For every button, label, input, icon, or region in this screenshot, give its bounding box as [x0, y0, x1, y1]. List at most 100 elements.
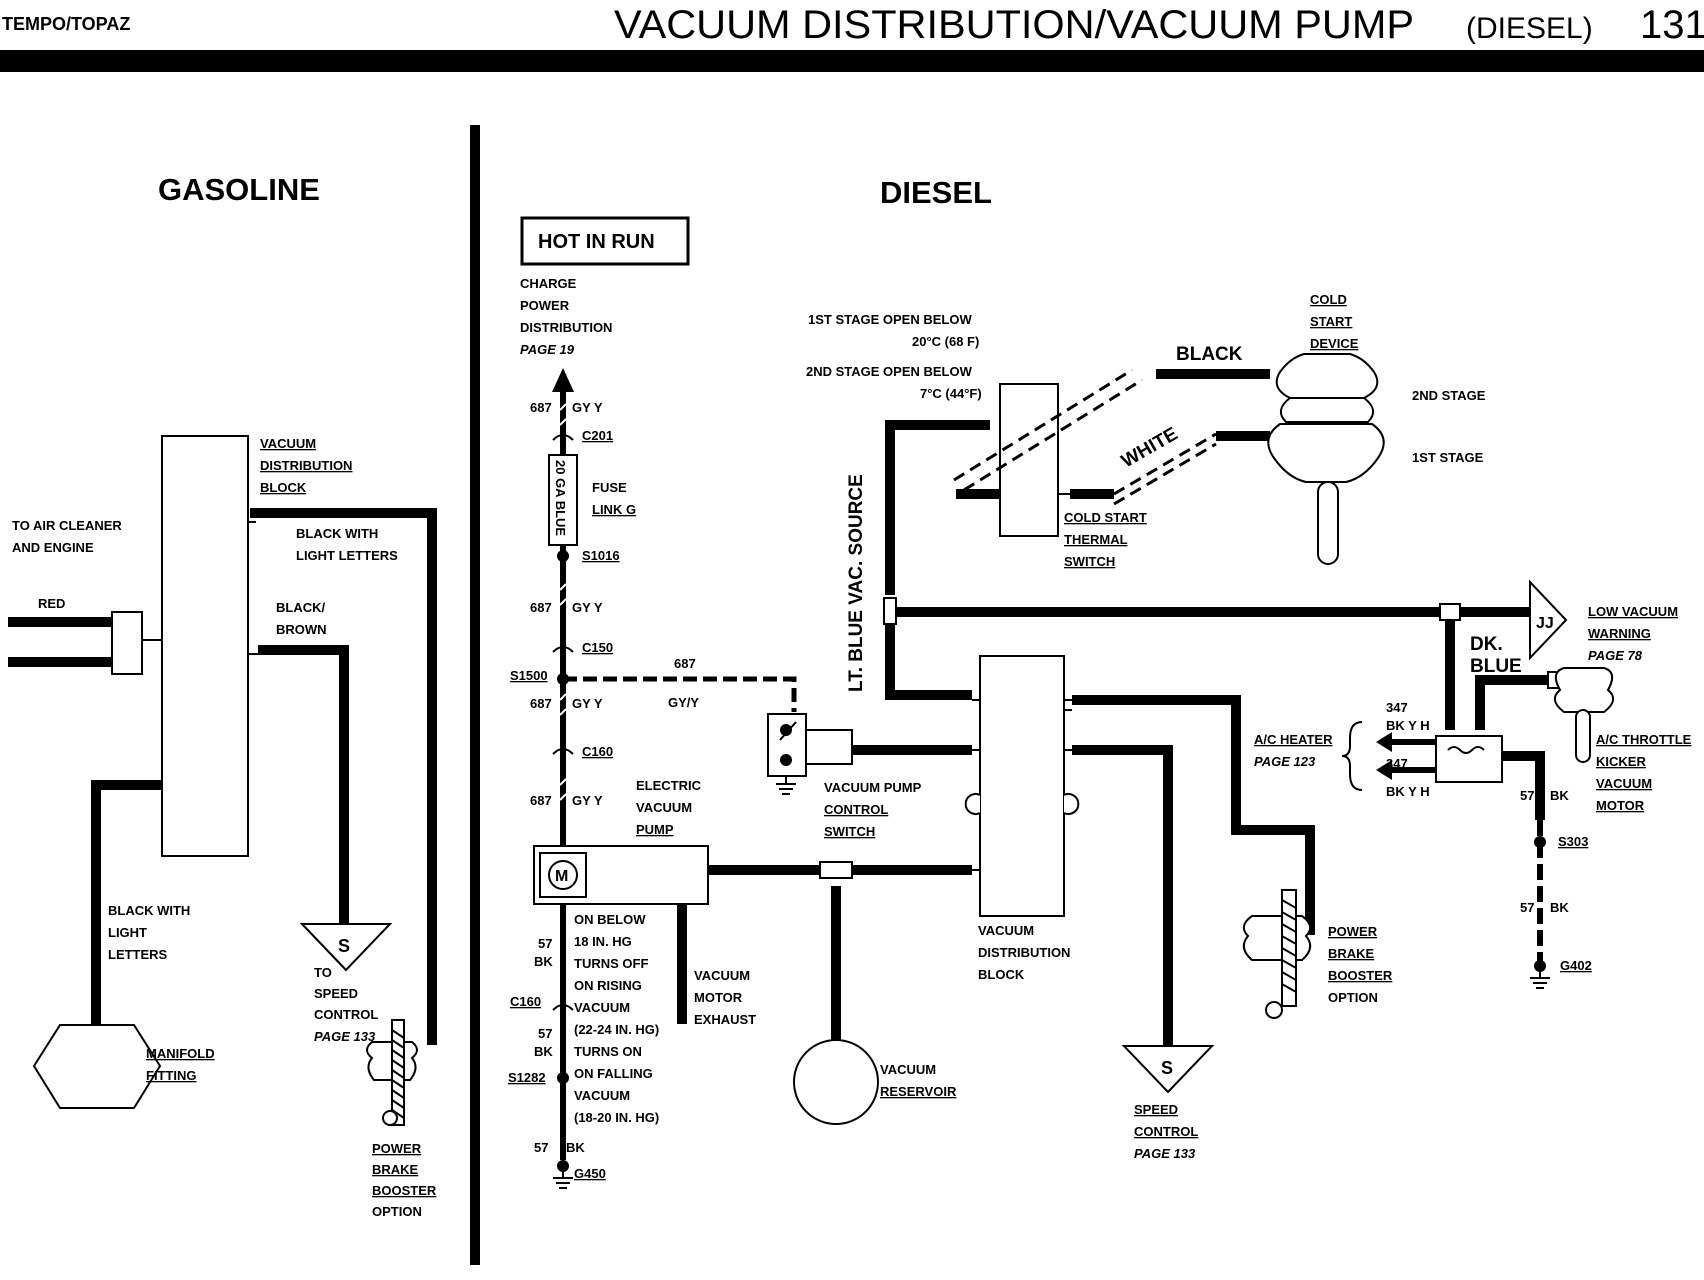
diesel-speed-3: PAGE 133: [1134, 1146, 1196, 1161]
pump-switch-2: CONTROL: [824, 802, 888, 817]
charge-power-2: POWER: [520, 298, 570, 313]
gas-hose-manifold: [91, 780, 162, 1025]
cold-start-device-icon: [1267, 353, 1385, 565]
cold-start-device-2: START: [1310, 314, 1352, 329]
header-rule: [0, 50, 1704, 72]
c150-connector: [552, 646, 574, 653]
ac-brace: [1341, 721, 1363, 791]
wire-347-a: 347: [1386, 700, 1408, 715]
ac-throttle-1: A/C THROTTLE: [1596, 732, 1692, 747]
block-nipples: [972, 699, 1072, 871]
gasoline-heading: GASOLINE: [158, 172, 320, 207]
gas-hose-booster: [250, 508, 437, 1045]
ac-arrow-top-head: [1376, 732, 1392, 752]
wire-347-b: 347: [1386, 756, 1408, 771]
s1016-label: S1016: [582, 548, 620, 563]
block-port-right: [1063, 793, 1080, 815]
fuse-link-box: [548, 454, 578, 546]
jj-label: JJ: [1536, 615, 1554, 632]
c201-connector: [552, 434, 574, 441]
pump-note-5: VACUUM: [574, 1000, 630, 1015]
gas-black-brown-2: BROWN: [276, 622, 327, 637]
electric-pump-1: ELECTRIC: [636, 778, 702, 793]
vacuum-reservoir-2: RESERVOIR: [880, 1084, 957, 1099]
pump-note-9: VACUUM: [574, 1088, 630, 1103]
c160-connector-a: [552, 748, 574, 755]
gas-black-brown-1: BLACK/: [276, 600, 325, 615]
wire-bk-c: BK: [566, 1140, 585, 1155]
wire-bk-d: BK: [1550, 788, 1569, 803]
diesel-heading: DIESEL: [880, 175, 992, 210]
gas-distribution-block: [161, 435, 249, 857]
s1500-branch-wire: [563, 676, 797, 712]
fuse-link-2: LINK G: [592, 502, 636, 517]
black-dashed-hose-2: [963, 378, 1143, 492]
second-stage-label: 2ND STAGE: [1412, 388, 1486, 403]
wire-57-d: 57: [1520, 788, 1534, 803]
ac-selector-coil: [1447, 746, 1485, 754]
wire-bk-b: BK: [534, 1044, 553, 1059]
gas-brake-3: BOOSTER: [372, 1183, 437, 1198]
fuse-wire-label: 20 GA BLUE: [553, 460, 568, 536]
lt-blue-label: LT. BLUE VAC. SOURCE: [846, 474, 867, 692]
diesel-power-wire-hatch: [559, 403, 567, 801]
pump-note-7: TURNS ON: [574, 1044, 642, 1059]
gas-black-light-2a: BLACK WITH: [108, 903, 190, 918]
wire-bk-e: BK: [1550, 900, 1569, 915]
ac-heater-2: PAGE 123: [1254, 754, 1316, 769]
gas-brake-1: POWER: [372, 1141, 422, 1156]
ground-icon: [553, 1160, 573, 1189]
gas-to-speed-4: PAGE 133: [314, 1029, 376, 1044]
diesel-power-brake-booster-icon: [1242, 889, 1312, 1019]
diesel-brake-2: BRAKE: [1328, 946, 1375, 961]
diesel-brake-3: BOOSTER: [1328, 968, 1393, 983]
gas-hose-speed: [258, 645, 349, 925]
motor-symbol: M: [555, 868, 568, 885]
vacuum-pump-control-switch-icon: [767, 713, 853, 795]
pump-switch-3: SWITCH: [824, 824, 875, 839]
thermal-switch-3: SWITCH: [1064, 554, 1115, 569]
gas-manifold-1: MANIFOLD: [146, 1046, 215, 1061]
fuse-link-1: FUSE: [592, 480, 627, 495]
pump-note-6: (22-24 IN. HG): [574, 1022, 659, 1037]
ac-selector-body: [1435, 735, 1503, 783]
electric-pump-2: VACUUM: [636, 800, 692, 815]
diesel-block-1: VACUUM: [978, 923, 1034, 938]
s1282-splice: [557, 1072, 569, 1084]
diesel-brake-1: POWER: [1328, 924, 1378, 939]
gas-block-label-3: BLOCK: [260, 480, 307, 495]
first-stage-open-1: 1ST STAGE OPEN BELOW: [808, 312, 972, 327]
wire-687-d: 687: [530, 696, 552, 711]
c160-label-b: C160: [510, 994, 541, 1009]
diesel-speed-2: CONTROL: [1134, 1124, 1198, 1139]
wire-57-e: 57: [1520, 900, 1534, 915]
header-page-number: 131: [1640, 3, 1704, 47]
gas-block-label-1: VACUUM: [260, 436, 316, 451]
c201-label: C201: [582, 428, 613, 443]
source-tee: [883, 597, 897, 625]
wire-gyy-b: GY Y: [572, 600, 603, 615]
wire-bkyh-b: BK Y H: [1386, 784, 1430, 799]
gas-black-light-1a: BLACK WITH: [296, 526, 378, 541]
pump-note-1: ON BELOW: [574, 912, 646, 927]
wire-57-b: 57: [538, 1026, 552, 1041]
charge-power-3: DISTRIBUTION: [520, 320, 612, 335]
gas-black-light-2c: LETTERS: [108, 947, 168, 962]
gas-power-brake-booster-icon: [366, 1019, 418, 1126]
gas-red-label: RED: [38, 596, 65, 611]
c160-label-a: C160: [582, 744, 613, 759]
diesel-brake-4: OPTION: [1328, 990, 1378, 1005]
gas-to-air-cleaner-1: TO AIR CLEANER: [12, 518, 122, 533]
diesel-speed-control-symbol: [1121, 1045, 1215, 1094]
wire-687-b: 687: [530, 600, 552, 615]
header-title-sub: (DIESEL): [1466, 12, 1593, 45]
second-stage-open-2: 7°C (44°F): [920, 386, 982, 401]
section-divider: [470, 125, 480, 1265]
wire-bkyh-a: BK Y H: [1386, 718, 1430, 733]
cold-start-device-1: COLD: [1310, 292, 1347, 307]
wire-687-a: 687: [530, 400, 552, 415]
motor-exhaust-3: EXHAUST: [694, 1012, 756, 1027]
wire-687-c: 687: [674, 656, 696, 671]
cold-start-device-3: DEVICE: [1310, 336, 1359, 351]
